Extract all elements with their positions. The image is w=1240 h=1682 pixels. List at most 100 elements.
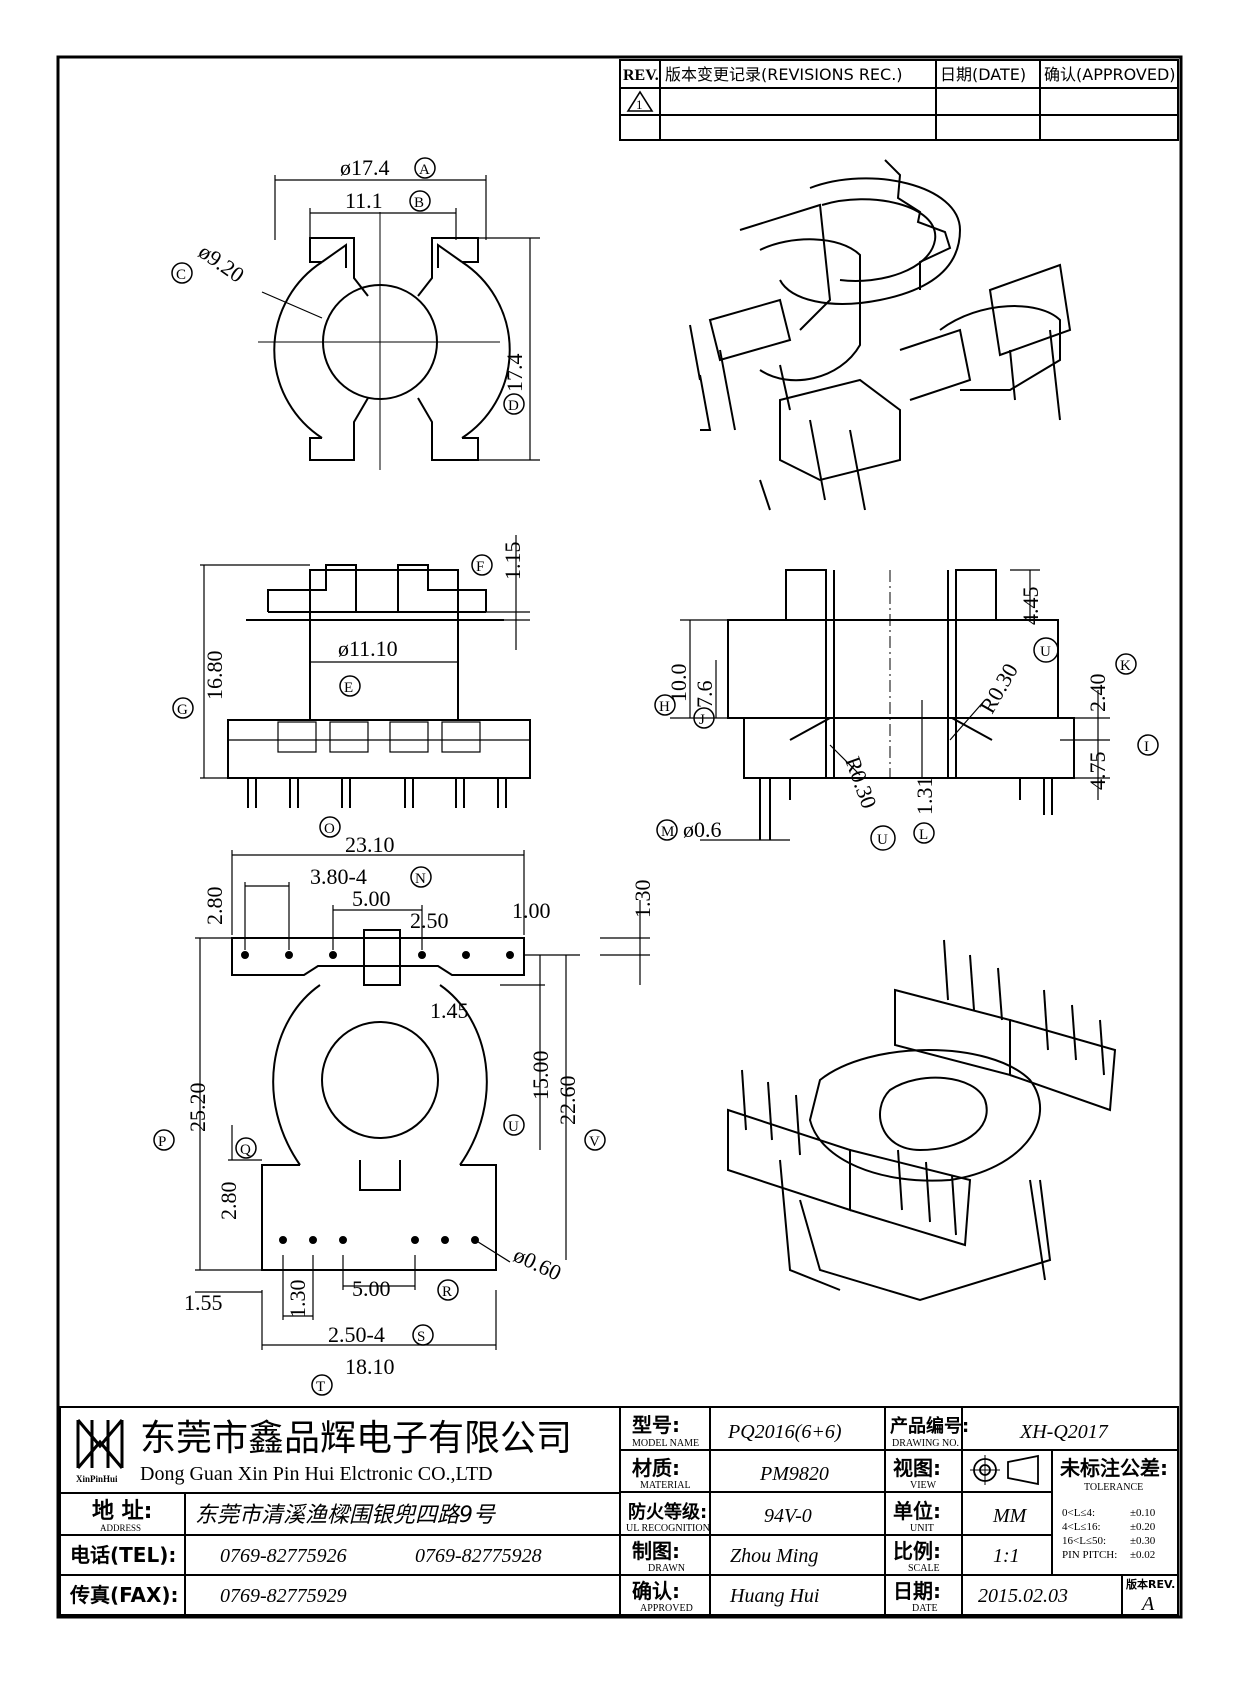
fire-label-en: UL RECOGNITION [626,1523,710,1534]
tolerance-title: 未标注公差: [1060,1456,1168,1480]
tag-u-icon: U [1033,637,1059,663]
dim-060: ø0.60 [510,1242,565,1286]
company-name-en: Dong Guan Xin Pin Hui Elctronic CO.,LTD [140,1463,493,1485]
tag-i-icon: I [1137,734,1159,756]
rev-value: A [1140,1593,1155,1615]
dim-d: 17.4 [502,354,527,393]
svg-text:K: K [1120,658,1131,674]
dim-100: 1.00 [512,898,551,923]
tag-e-icon: E [339,675,361,697]
fire-value: 94V-0 [764,1505,812,1527]
scale-label-en: SCALE [908,1563,940,1574]
date-col-header: 日期(DATE) [940,65,1026,84]
company-logo-icon [76,1419,124,1469]
tol-range-4: PIN PITCH: [1062,1549,1117,1561]
tolerance-en: TOLERANCE [1084,1482,1143,1493]
tel-label: 电话(TEL): [70,1543,176,1567]
svg-text:S: S [417,1329,425,1345]
tag-n-icon: N [410,866,432,888]
tol-val-3: ±0.30 [1130,1535,1156,1547]
approved-label: 确认: [632,1579,680,1603]
dim-q: 2.80 [216,1182,241,1221]
dim-155: 1.55 [184,1290,223,1315]
svg-text:F: F [476,559,484,575]
revision-block [619,59,1179,141]
svg-text:D: D [508,398,519,414]
date-value: 2015.02.03 [978,1585,1068,1607]
date-label: 日期: [893,1579,941,1603]
svg-text:U: U [877,832,888,848]
fax-label: 传真(FAX): [69,1583,179,1607]
sheet-border [56,55,1183,1619]
section-view [670,569,1110,841]
tag-f-icon: F [471,554,493,576]
tag-b-icon: B [409,190,431,212]
tag-j-icon: J [693,707,715,729]
top-view [258,175,540,470]
material-label-en: MATERIAL [640,1480,691,1491]
fire-label: 防火等级: [628,1501,707,1523]
dim-250: 2.50 [410,908,449,933]
unit-value: MM [992,1505,1028,1527]
bottom-view [195,850,650,1350]
svg-text:U: U [508,1119,519,1135]
dim-j: 7.6 [692,681,717,709]
tag-h-icon: H [654,694,676,716]
fax-value: 0769-82775929 [220,1585,347,1607]
tag-k-icon: K [1115,653,1137,675]
tol-val-1: ±0.10 [1130,1507,1156,1519]
svg-text:O: O [324,821,335,837]
address-value: 东莞市清溪渔樑围银兜四路9号 [195,1503,496,1528]
svg-text:C: C [176,267,186,283]
dim-o: 23.10 [345,832,395,857]
tag-a-icon: A [414,157,436,179]
material-value: PM9820 [759,1463,829,1485]
tag-s-icon: S [412,1324,434,1346]
isometric-view-bottom [727,939,1117,1302]
model-label-en: MODEL NAME [632,1438,699,1449]
svg-text:A: A [419,162,430,178]
material-label: 材质: [632,1456,680,1480]
dim-k: 2.40 [1085,674,1110,713]
tag-m-icon: M [656,819,678,841]
title-block-grid [59,1406,1179,1616]
dim-t: 18.10 [345,1354,395,1379]
dim-a: ø17.4 [340,155,390,180]
tag-q-icon: Q [235,1137,257,1159]
date-label-en: DATE [912,1603,938,1614]
view-label-en: VIEW [910,1480,937,1491]
svg-text:P: P [158,1134,166,1150]
dim-r-lower: R0.30 [840,753,882,812]
tag-l-icon: L [913,822,935,844]
dim-v: 22.60 [555,1076,580,1126]
dim-s: 2.50-4 [328,1322,385,1347]
dim-f: 1.15 [500,542,525,581]
tol-val-2: ±0.20 [1130,1521,1156,1533]
tol-range-3: 16<L≤50: [1062,1535,1106,1547]
logo-text: XinPinHui [76,1474,118,1484]
projection-symbol-icon [970,1454,1039,1486]
drawn-label-en: DRAWN [648,1563,685,1574]
drawn-value: Zhou Ming [730,1545,818,1567]
dim-u: 15.00 [528,1051,553,1101]
tag-d-icon: D [503,393,525,415]
tag-c-icon: C [171,262,193,284]
rev-col-header: REV. [623,67,659,84]
dim-e: ø11.10 [338,636,398,661]
svg-text:V: V [589,1134,600,1150]
dim-l: 1.31 [912,777,937,816]
dim-b: 11.1 [345,188,383,213]
tol-range-1: 0<L≤4: [1062,1507,1095,1519]
dim-n: 3.80-4 [310,864,367,889]
svg-text:1: 1 [636,97,643,112]
unit-label: 单位: [893,1499,941,1523]
tol-range-2: 4<L≤16: [1062,1521,1101,1533]
record-col-header: 版本变更记录(REVISIONS REC.) [665,65,903,84]
dim-c: ø9.20 [194,239,249,288]
svg-text:T: T [316,1379,325,1395]
isometric-view-top [689,159,1072,511]
svg-text:Q: Q [240,1142,251,1158]
dim-130b: 1.30 [285,1280,310,1319]
dim-i: 4.75 [1085,752,1110,791]
